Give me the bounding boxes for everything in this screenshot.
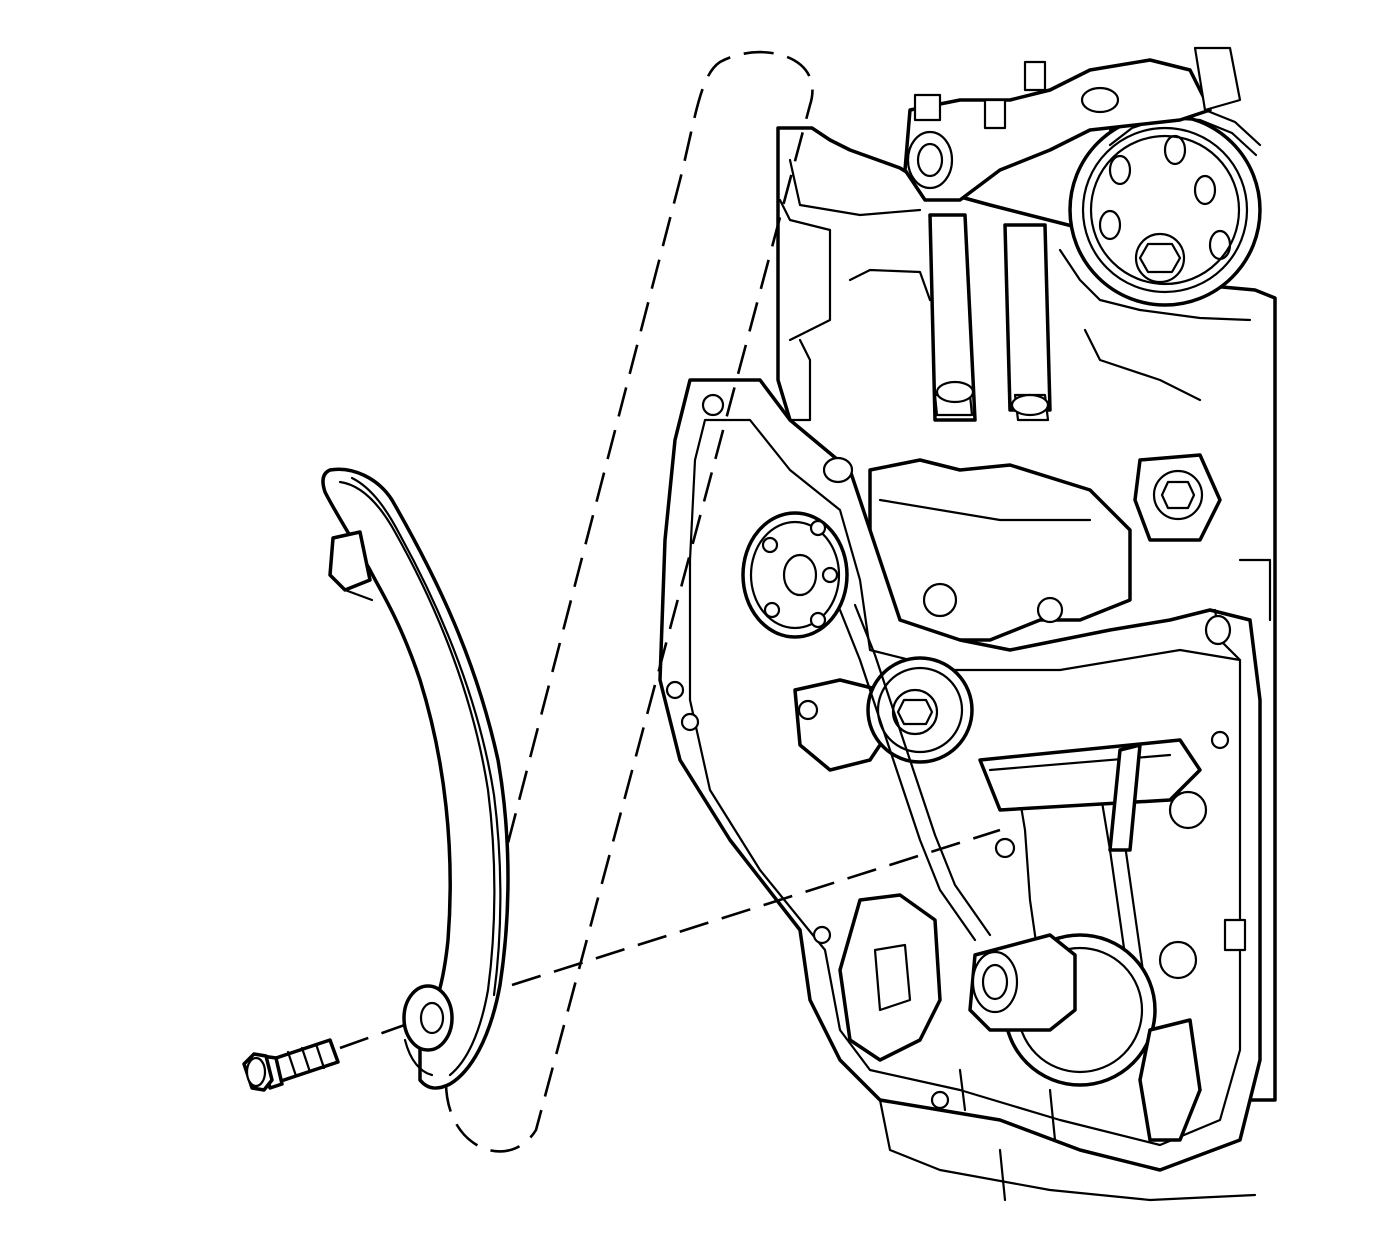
guide-bolt [242, 1038, 340, 1092]
bolt-insertion-leader [339, 1014, 431, 1050]
engine-front-timing-area [658, 46, 1277, 1202]
guide-outline-leader [444, 50, 814, 1153]
timing-chain-guide [321, 467, 510, 1090]
camshaft-sprocket-upper [1068, 113, 1262, 307]
crankshaft-sprocket [741, 511, 849, 639]
